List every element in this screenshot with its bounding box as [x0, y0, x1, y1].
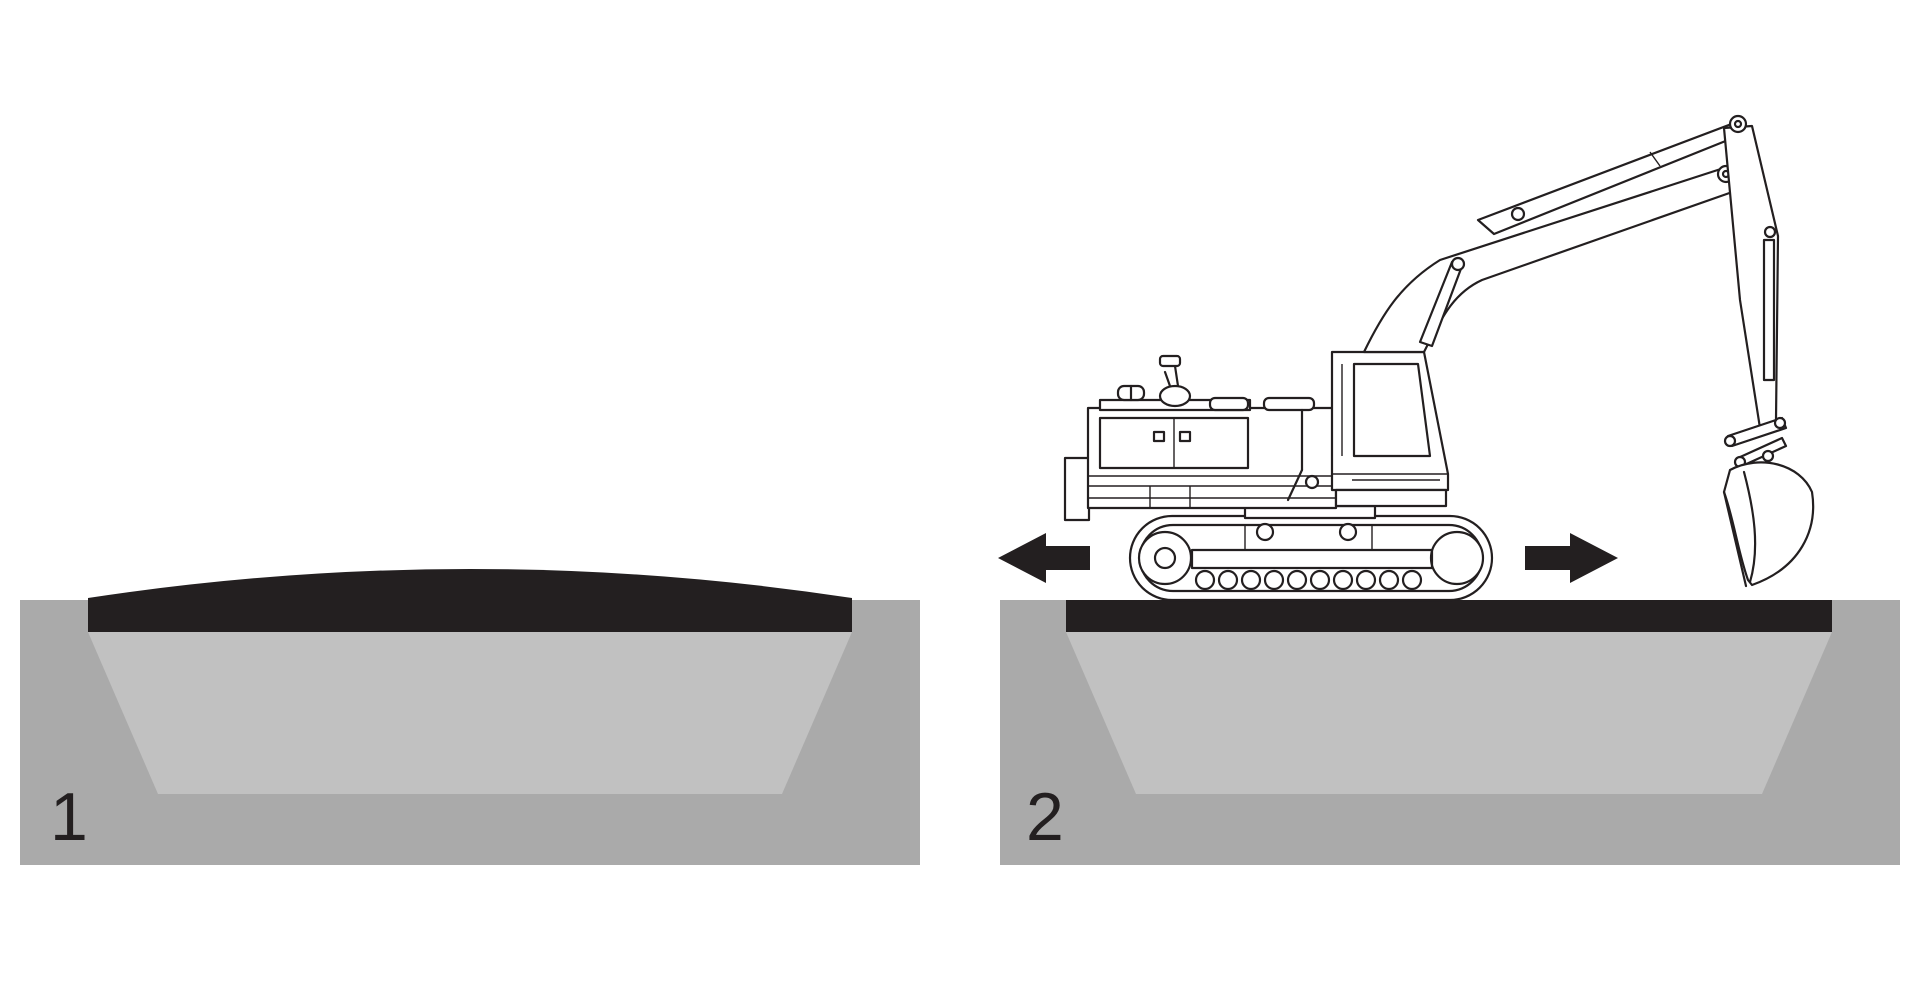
boom	[1362, 118, 1750, 354]
engine-housing	[1063, 354, 1338, 522]
arrow-right-icon	[1525, 533, 1618, 583]
track-rollers	[1194, 569, 1423, 591]
arrow-left-icon	[998, 533, 1090, 583]
operator-cab	[1330, 350, 1450, 508]
trench-fill-1	[88, 632, 852, 794]
panel-1: 1	[20, 569, 920, 865]
soil-mound-1	[88, 569, 852, 632]
trench-fill-2	[1066, 632, 1832, 794]
leveled-layer-2	[1066, 600, 1832, 632]
panel-label-1: 1	[50, 779, 88, 855]
panel-2: 2	[998, 114, 1900, 865]
excavator-icon	[1063, 114, 1815, 602]
panel-label-2: 2	[1026, 779, 1064, 855]
crawler-track	[1128, 504, 1494, 602]
stick-arm	[1722, 114, 1780, 430]
bucket	[1722, 416, 1815, 588]
